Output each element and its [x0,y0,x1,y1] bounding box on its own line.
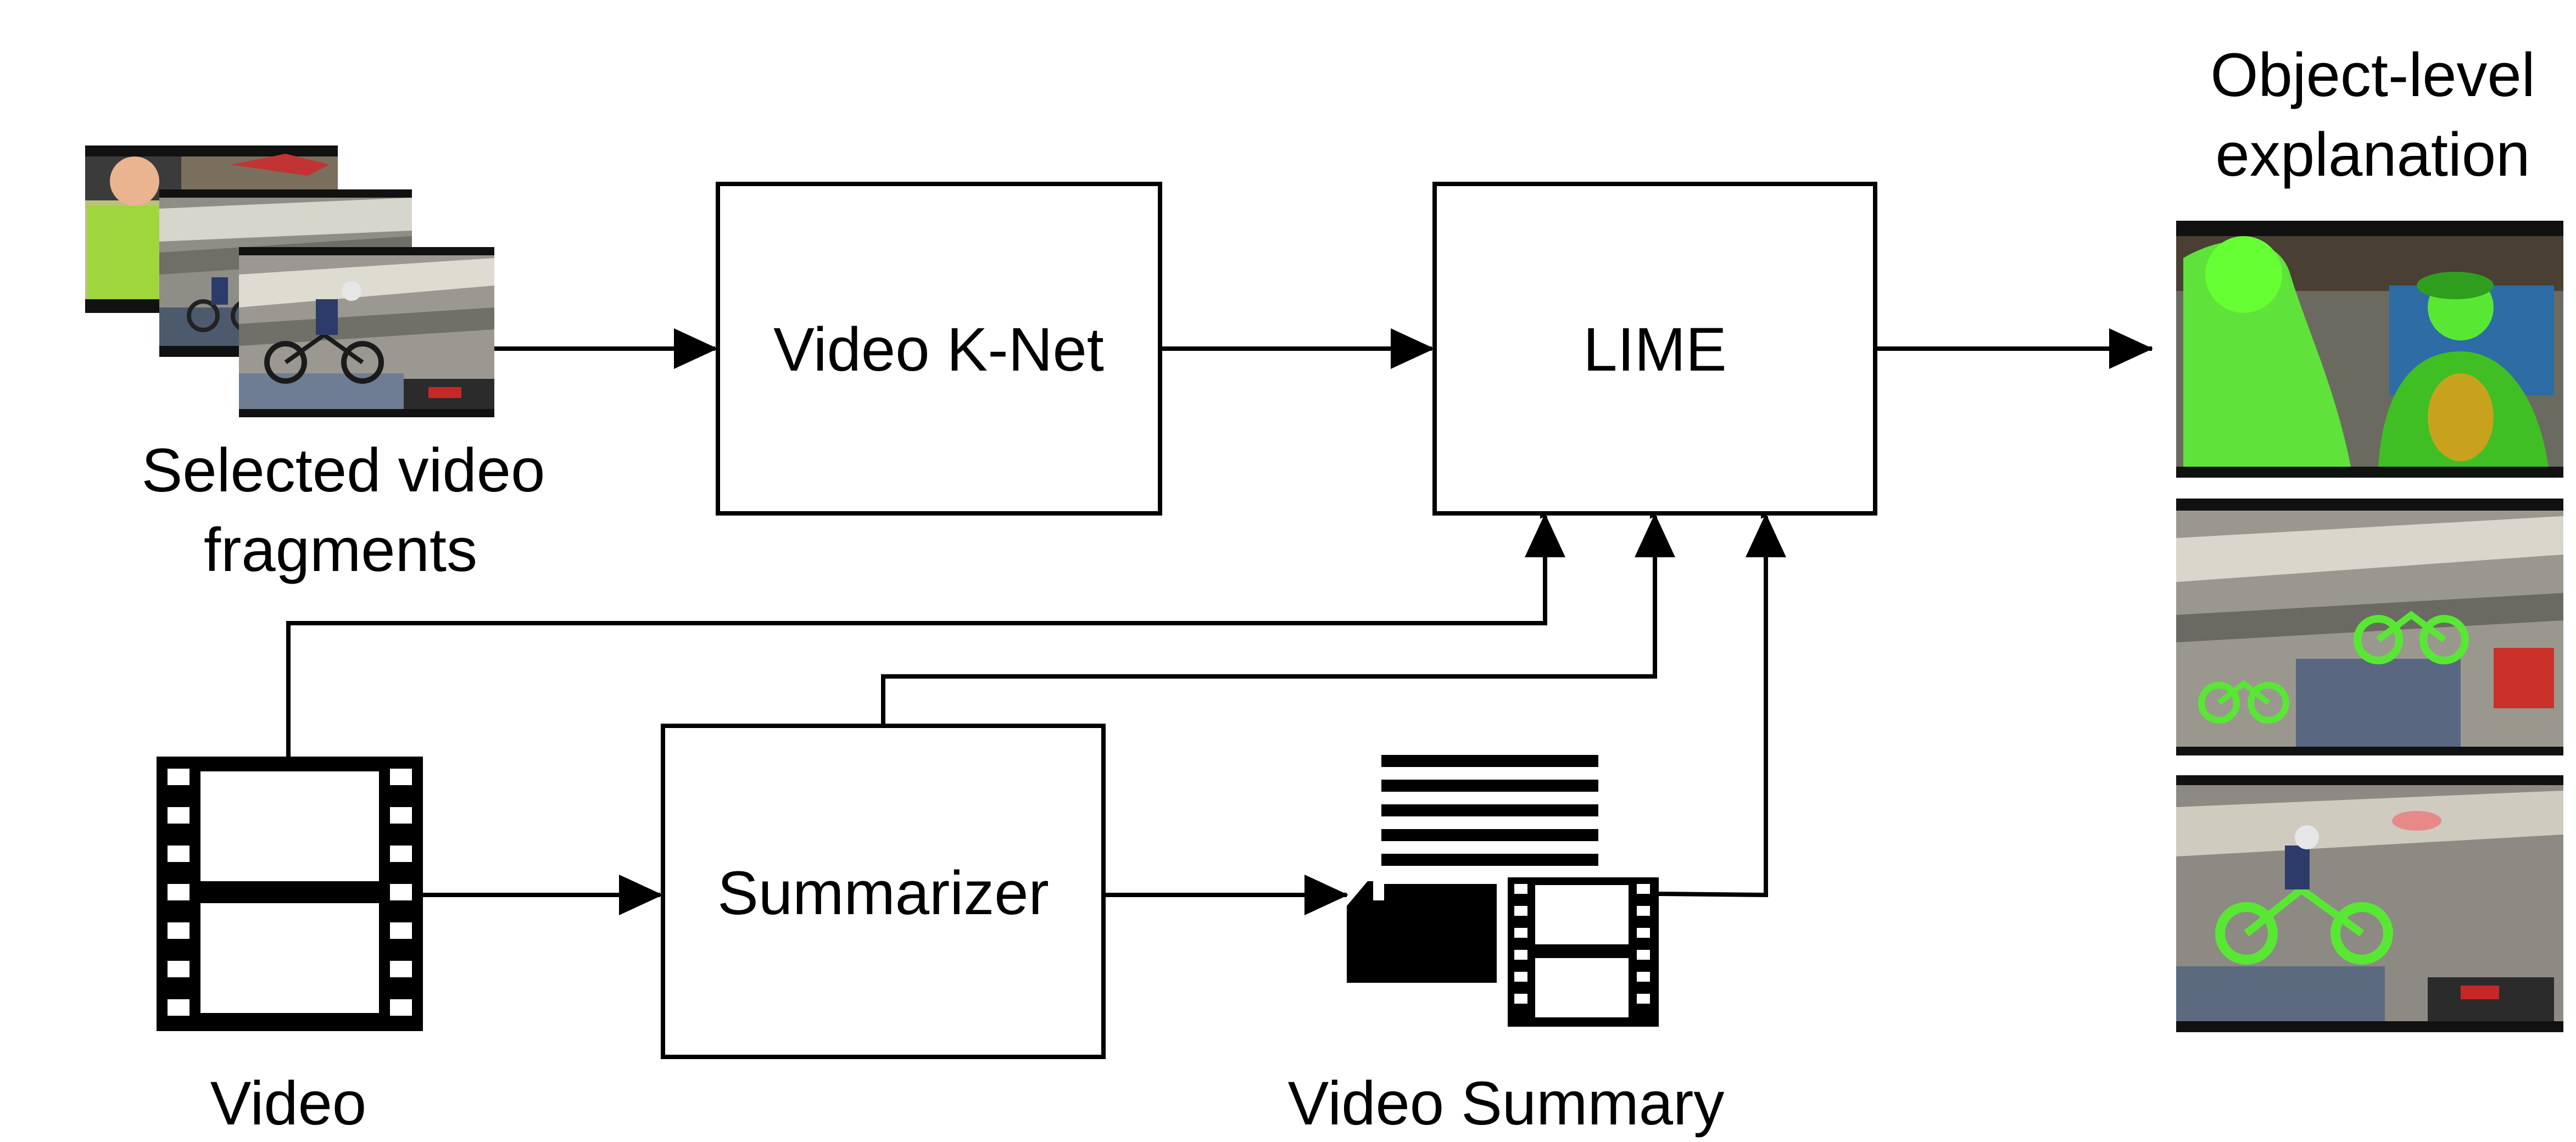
video-frames-stack-icon [85,145,494,417]
arrow-summarizer-to-lime [881,513,1657,726]
film-strip-icon [157,757,423,1031]
summary-label: Video Summary [1288,1069,1725,1138]
explanation-label-line1: Object-level [2210,41,2535,109]
summarizer-label: Summarizer [717,859,1049,927]
explanation-label-line2: explanation [2216,120,2530,189]
fragments-label-line1: Selected video [142,436,545,505]
arrowheads [619,328,2153,915]
explanation-frame-2 [2176,499,2563,755]
arrow-video-to-lime [286,513,1547,757]
fragment-frame-3 [239,247,494,417]
lime-box: LIME [1432,182,1877,516]
explanation-frame-3 [2176,775,2563,1032]
video-label: Video [210,1069,366,1138]
video-knet-box: Video K-Net [716,182,1162,516]
video-knet-label: Video K-Net [773,315,1104,384]
arrow-summary-to-lime [1658,513,1768,898]
lime-label: LIME [1583,315,1726,384]
summarizer-box: Summarizer [661,724,1106,1059]
fragments-label-line2: fragments [204,516,477,584]
summary-document-film-icon [1347,755,1659,1027]
explanation-frame-1 [2176,221,2563,478]
